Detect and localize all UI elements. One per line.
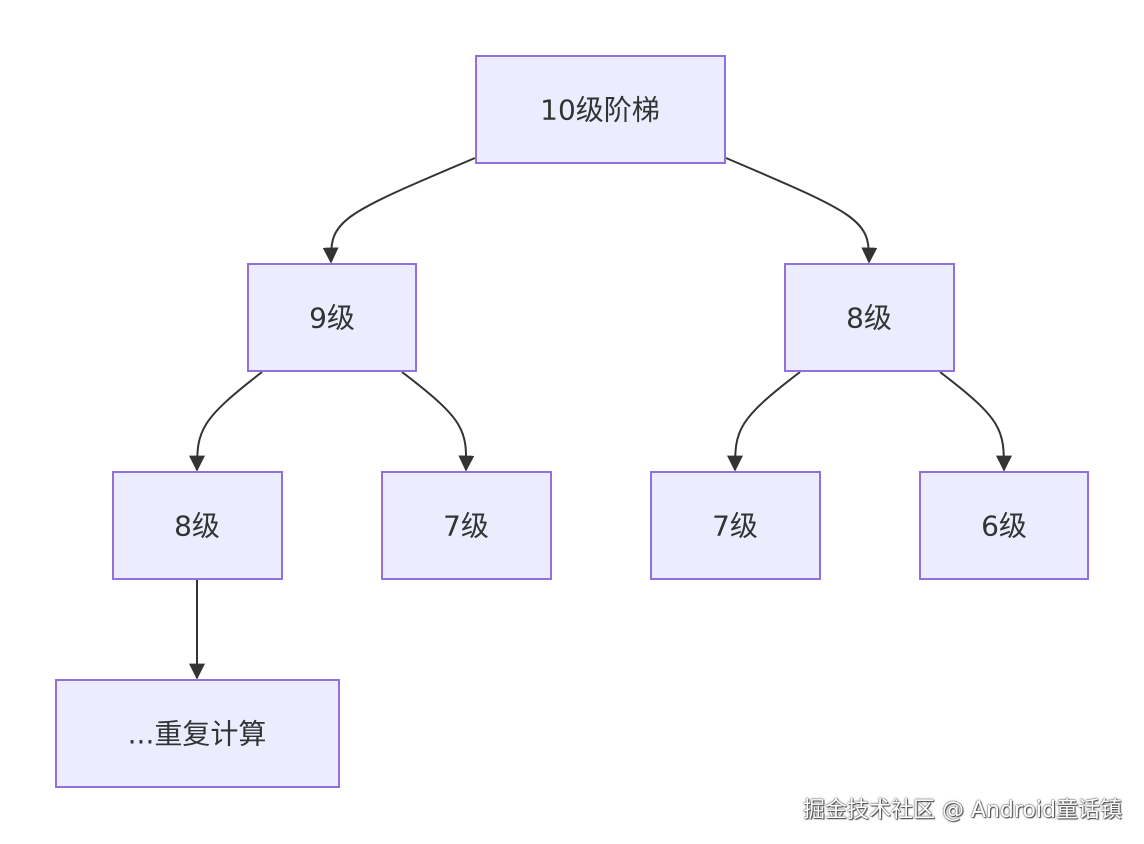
node-8-left: 8级 (112, 471, 283, 580)
node-6-label: 6级 (981, 510, 1027, 543)
node-9-label: 9级 (309, 302, 355, 335)
node-8-right: 8级 (784, 263, 955, 372)
node-root: 10级阶梯 (475, 55, 726, 164)
edge-8-right-to-7-right (727, 371, 801, 472)
node-repeat-label: ...重复计算 (128, 718, 267, 751)
edge-root-to-8-right (725, 157, 878, 264)
edge-9-to-8-left (189, 371, 263, 472)
node-7-left: 7级 (381, 471, 552, 580)
node-7-right: 7级 (650, 471, 821, 580)
edge-9-to-7-left (401, 371, 475, 472)
node-root-label: 10级阶梯 (540, 94, 660, 127)
node-8-left-label: 8级 (174, 510, 220, 543)
node-8-right-label: 8级 (846, 302, 892, 335)
edges (189, 157, 1012, 680)
node-7-left-label: 7级 (443, 510, 489, 543)
node-9: 9级 (247, 263, 417, 372)
watermark: 掘金技术社区 @ Android童话镇 (802, 798, 1122, 823)
edge-8-right-to-6 (939, 371, 1012, 472)
edge-root-to-9 (322, 157, 476, 264)
node-repeat: ...重复计算 (55, 679, 340, 788)
node-7-right-label: 7级 (712, 510, 758, 543)
node-6: 6级 (919, 471, 1089, 580)
